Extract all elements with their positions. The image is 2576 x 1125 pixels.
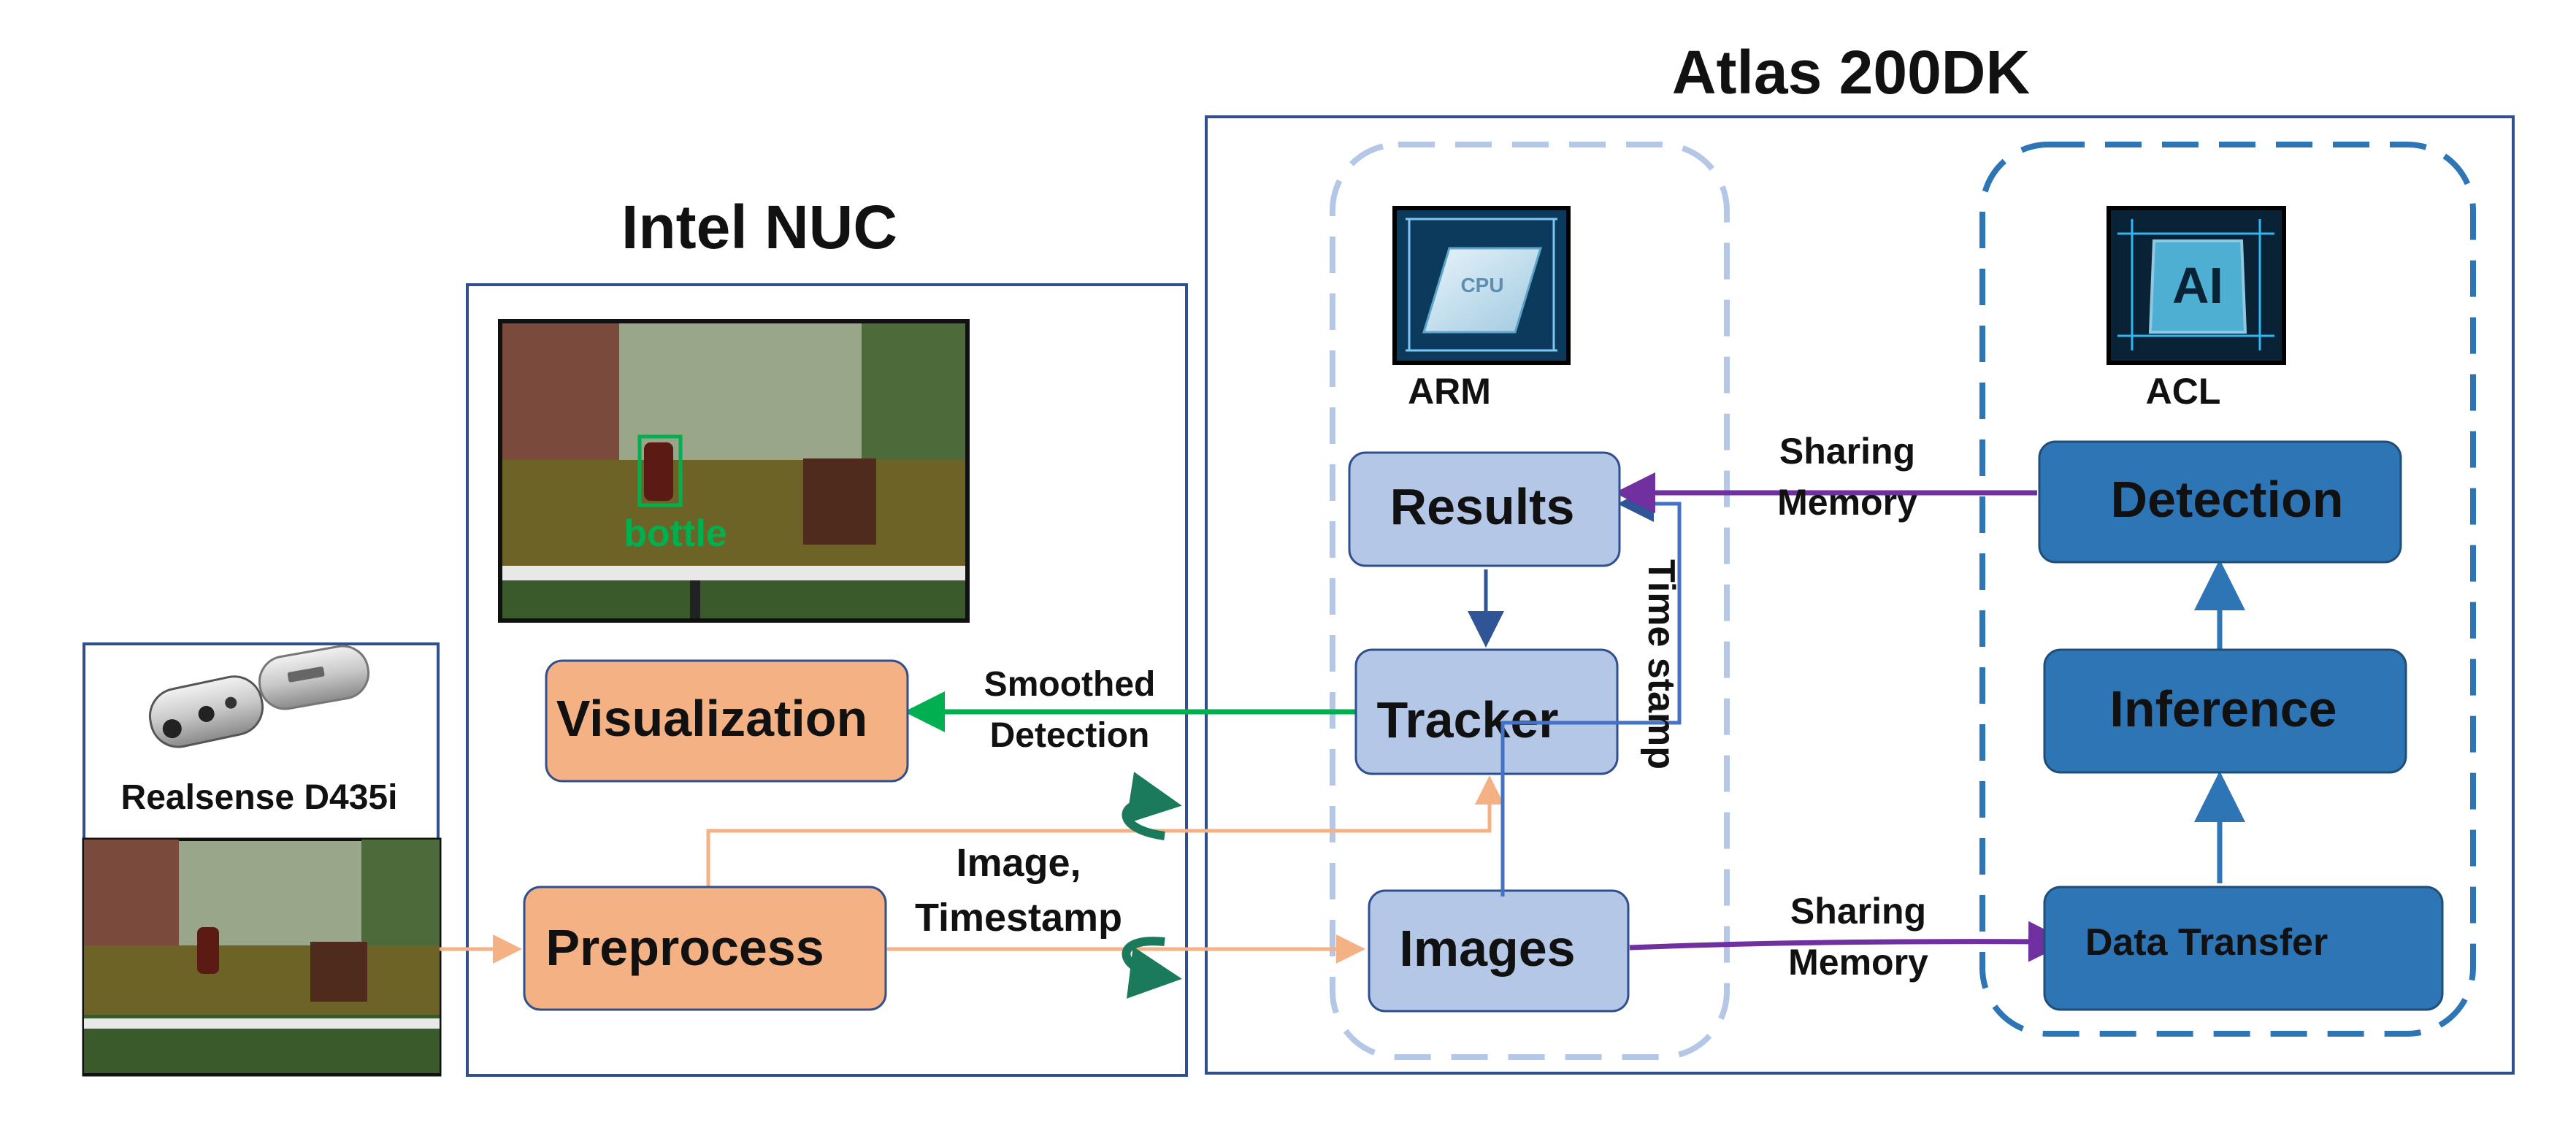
images-label: Images xyxy=(1399,920,1575,977)
preprocess-node xyxy=(523,886,887,1011)
preprocess-to-tracker-arrow xyxy=(706,775,1504,892)
arm-label: ARM xyxy=(1408,371,1491,412)
detection-label: Detection xyxy=(2111,471,2344,528)
inference-label: Inference xyxy=(2109,680,2337,737)
bottle-detection-label: bottle xyxy=(624,512,727,555)
nuc-frame xyxy=(466,283,1188,1077)
tracker-label: Tracker xyxy=(1376,691,1558,748)
data-transfer-label: Data Transfer xyxy=(2085,921,2328,964)
acl-group xyxy=(1979,142,2476,1037)
visualization-label: Visualization xyxy=(556,690,868,747)
sharing-memory-bottom-line2: Memory xyxy=(1788,942,1928,983)
smoothed-label-line1: Smoothed xyxy=(984,665,1156,704)
cpu-chip-icon xyxy=(1392,206,1571,365)
curl-arrow-upper xyxy=(1122,772,1182,840)
image-timestamp-label-line2: Timestamp xyxy=(915,896,1122,940)
results-node xyxy=(1348,451,1621,567)
sharing-memory-bottom-line1: Sharing xyxy=(1790,891,1926,932)
image-timestamp-label-line1: Image, xyxy=(956,841,1081,885)
detection-node xyxy=(2038,440,2402,564)
visualization-node xyxy=(545,659,909,783)
data-transfer-node xyxy=(2043,886,2444,1011)
time-stamp-label: Time stamp xyxy=(1640,559,1682,769)
sharing-memory-top-line2: Memory xyxy=(1777,482,1917,523)
arm-group xyxy=(1330,142,1730,1060)
curl-arrow-lower xyxy=(1122,937,1182,999)
results-label: Results xyxy=(1390,478,1575,535)
atlas-title: Atlas 200DK xyxy=(1672,38,2030,107)
cpu-chip-text: CPU xyxy=(1460,274,1503,296)
preprocess-label: Preprocess xyxy=(545,919,824,976)
atlas-frame xyxy=(1205,115,2515,1075)
realsense-camera-image xyxy=(148,645,370,748)
ai-chip-icon xyxy=(2107,206,2286,365)
images-to-datatransfer-arrow xyxy=(1629,921,2069,962)
tracker-node xyxy=(1354,648,1619,775)
timestamp-overlay-line xyxy=(1500,721,1679,896)
sharing-memory-top-line1: Sharing xyxy=(1779,431,1915,472)
smoothed-label-line2: Detection xyxy=(990,716,1150,755)
camera-scene-image xyxy=(82,837,442,1077)
nuc-scene-image xyxy=(498,319,970,623)
acl-label: ACL xyxy=(2146,371,2221,412)
bottle-bounding-box xyxy=(637,434,683,507)
ai-chip-text: AI xyxy=(2172,257,2223,314)
nuc-title: Intel NUC xyxy=(621,193,897,261)
inference-node xyxy=(2043,648,2407,774)
camera-label: Realsense D435i xyxy=(121,778,398,817)
images-node xyxy=(1368,889,1630,1013)
